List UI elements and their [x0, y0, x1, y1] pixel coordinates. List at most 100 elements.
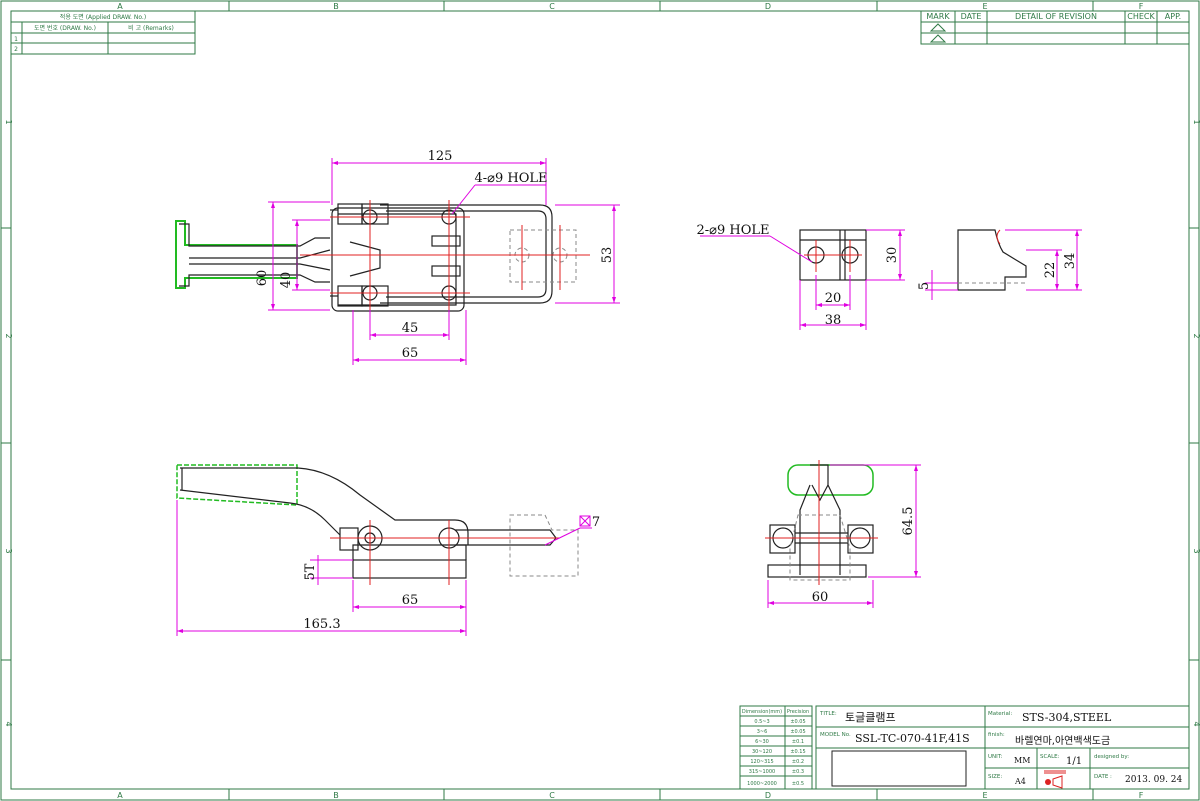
base-dim-pitch: 20: [825, 291, 842, 306]
body-frame: [331, 207, 465, 312]
revision-col-app: APP.: [1165, 12, 1181, 21]
row-label-right: 2: [1192, 333, 1200, 338]
tolerance-col-precision: Precision: [787, 709, 809, 715]
hex-nut: [361, 203, 389, 225]
date-value: 2013. 09. 24: [1125, 775, 1183, 785]
top-view-centerlines: [300, 200, 590, 312]
square-symbol-icon: [579, 515, 591, 527]
u-bar: [380, 204, 553, 304]
tolerance-range: 3~6: [757, 729, 768, 735]
col-label-top: D: [765, 2, 771, 11]
size-value: A4: [1014, 777, 1026, 786]
top-view-dimension-lines: [268, 158, 620, 365]
tolerance-table: Dimension(mm) Precision 0.5~3 ±0.05 3~6 …: [739, 705, 813, 790]
handle-lever: [179, 467, 469, 545]
applied-table-row-no: 2: [14, 46, 18, 53]
front-arm: [799, 464, 841, 575]
side-dim-square: 7: [592, 515, 600, 530]
col-label-top: A: [117, 2, 123, 11]
dim-inner-width: 40: [279, 272, 294, 289]
base-view: 2-⌀9 HOLE 30 20 38: [696, 223, 905, 330]
base-hole-note: 2-⌀9 HOLE: [696, 223, 769, 238]
col-label-bottom: E: [982, 791, 987, 800]
side-dim-thickness: 5T: [303, 563, 318, 580]
top-view-arrowheads: [271, 161, 616, 362]
scale-value: 1/1: [1066, 756, 1082, 767]
col-label-bottom: B: [333, 791, 339, 800]
row-label-right: 3: [1192, 548, 1200, 553]
finish-label: finish:: [988, 732, 1005, 738]
applied-table-col-remarks: 비 고 (Remarks): [128, 24, 174, 32]
title-blank-box: [831, 750, 967, 787]
revision-col-check: CHECK: [1127, 12, 1155, 21]
size-label: SIZE:: [988, 774, 1002, 780]
col-label-bottom: A: [117, 791, 123, 800]
dim-outer-width: 60: [255, 270, 270, 287]
hole-note: 4-⌀9 HOLE: [474, 171, 547, 186]
row-label-right: 1: [1192, 119, 1200, 124]
finish-value: 바렐연마,아연백색도금: [1015, 734, 1110, 747]
frame-column-labels: A B C D E F A B C D E F: [117, 2, 1143, 800]
date-label: DATE :: [1094, 774, 1112, 780]
tolerance-range: 120~315: [750, 759, 773, 765]
col-label-top: F: [1139, 2, 1144, 11]
title-label: TITLE:: [819, 711, 837, 717]
title-value: 토글클램프: [845, 711, 896, 724]
revision-table: MARK DATE DETAIL OF REVISION CHECK APP.: [920, 10, 1190, 45]
scale-label: SCALE:: [1040, 754, 1060, 760]
front-dim-height: 64.5: [901, 507, 916, 536]
front-view: 64.5 60: [765, 460, 921, 608]
designed-label: designed by:: [1094, 754, 1129, 760]
base-dim-length: 38: [825, 313, 842, 328]
tolerance-value: ±0.05: [790, 719, 805, 725]
revision-col-date: DATE: [961, 12, 982, 21]
front-base: [767, 564, 867, 578]
side-nut: [339, 527, 359, 551]
material-value: STS-304,STEEL: [1022, 711, 1112, 724]
unit-value: MM: [1014, 756, 1030, 765]
tolerance-value: ±0.3: [792, 769, 804, 775]
title-block: TITLE: MODEL No. Material: finish: UNIT:…: [815, 705, 1190, 790]
row-label-left: 3: [4, 548, 13, 553]
tolerance-range: 30~120: [752, 749, 772, 755]
applied-table-header: 적용 도면 (Applied DRAW. No.): [60, 13, 146, 21]
col-label-top: B: [333, 2, 339, 11]
side-hook-hidden: [509, 514, 579, 577]
hook-dim-total-height: 34: [1063, 253, 1078, 270]
side-view: 7 5T 65 165.3: [176, 464, 600, 636]
base-dim-height: 30: [885, 247, 900, 264]
hex-nut: [361, 285, 389, 307]
revision-col-mark: MARK: [926, 12, 950, 21]
row-label-right: 4: [1192, 721, 1200, 726]
hook-dim-hook-height: 22: [1043, 262, 1058, 279]
top-view: 125 4-⌀9 HOLE 53 60 40 45 65: [175, 149, 620, 365]
row-label-left: 4: [4, 721, 13, 726]
company-logo-icon: [1044, 770, 1066, 789]
revision-col-detail: DETAIL OF REVISION: [1015, 12, 1097, 21]
tolerance-value: ±0.1: [792, 739, 804, 745]
tolerance-value: ±0.05: [790, 729, 805, 735]
tolerance-value: ±0.5: [792, 781, 804, 787]
frame-row-labels: 1 2 3 4 1 2 3 4: [4, 119, 1200, 726]
dim-height: 53: [600, 247, 615, 264]
applied-table-row-no: 1: [14, 36, 18, 43]
model-label: MODEL No.: [820, 732, 851, 738]
col-label-bottom: D: [765, 791, 771, 800]
tolerance-range: 6~30: [755, 739, 769, 745]
front-dim-width: 60: [812, 590, 829, 605]
tolerance-range: 0.5~3: [754, 719, 769, 725]
hook-dim-thickness: 5: [917, 282, 932, 290]
col-label-bottom: F: [1139, 791, 1144, 800]
side-dim-overall-length: 165.3: [303, 617, 340, 632]
row-label-left: 1: [4, 119, 13, 124]
side-base: [352, 559, 467, 579]
tolerance-range: 1000~2000: [747, 781, 777, 787]
handle-grip-outline: [176, 464, 298, 506]
col-label-bottom: C: [549, 791, 555, 800]
hook-profile: [957, 229, 1027, 291]
applied-table-col-drawno: 도면 번호 (DRAW. No.): [34, 24, 96, 32]
tolerance-range: 315~1000: [749, 769, 775, 775]
col-label-top: E: [982, 2, 987, 11]
hook-view: 5 22 34: [917, 229, 1082, 300]
